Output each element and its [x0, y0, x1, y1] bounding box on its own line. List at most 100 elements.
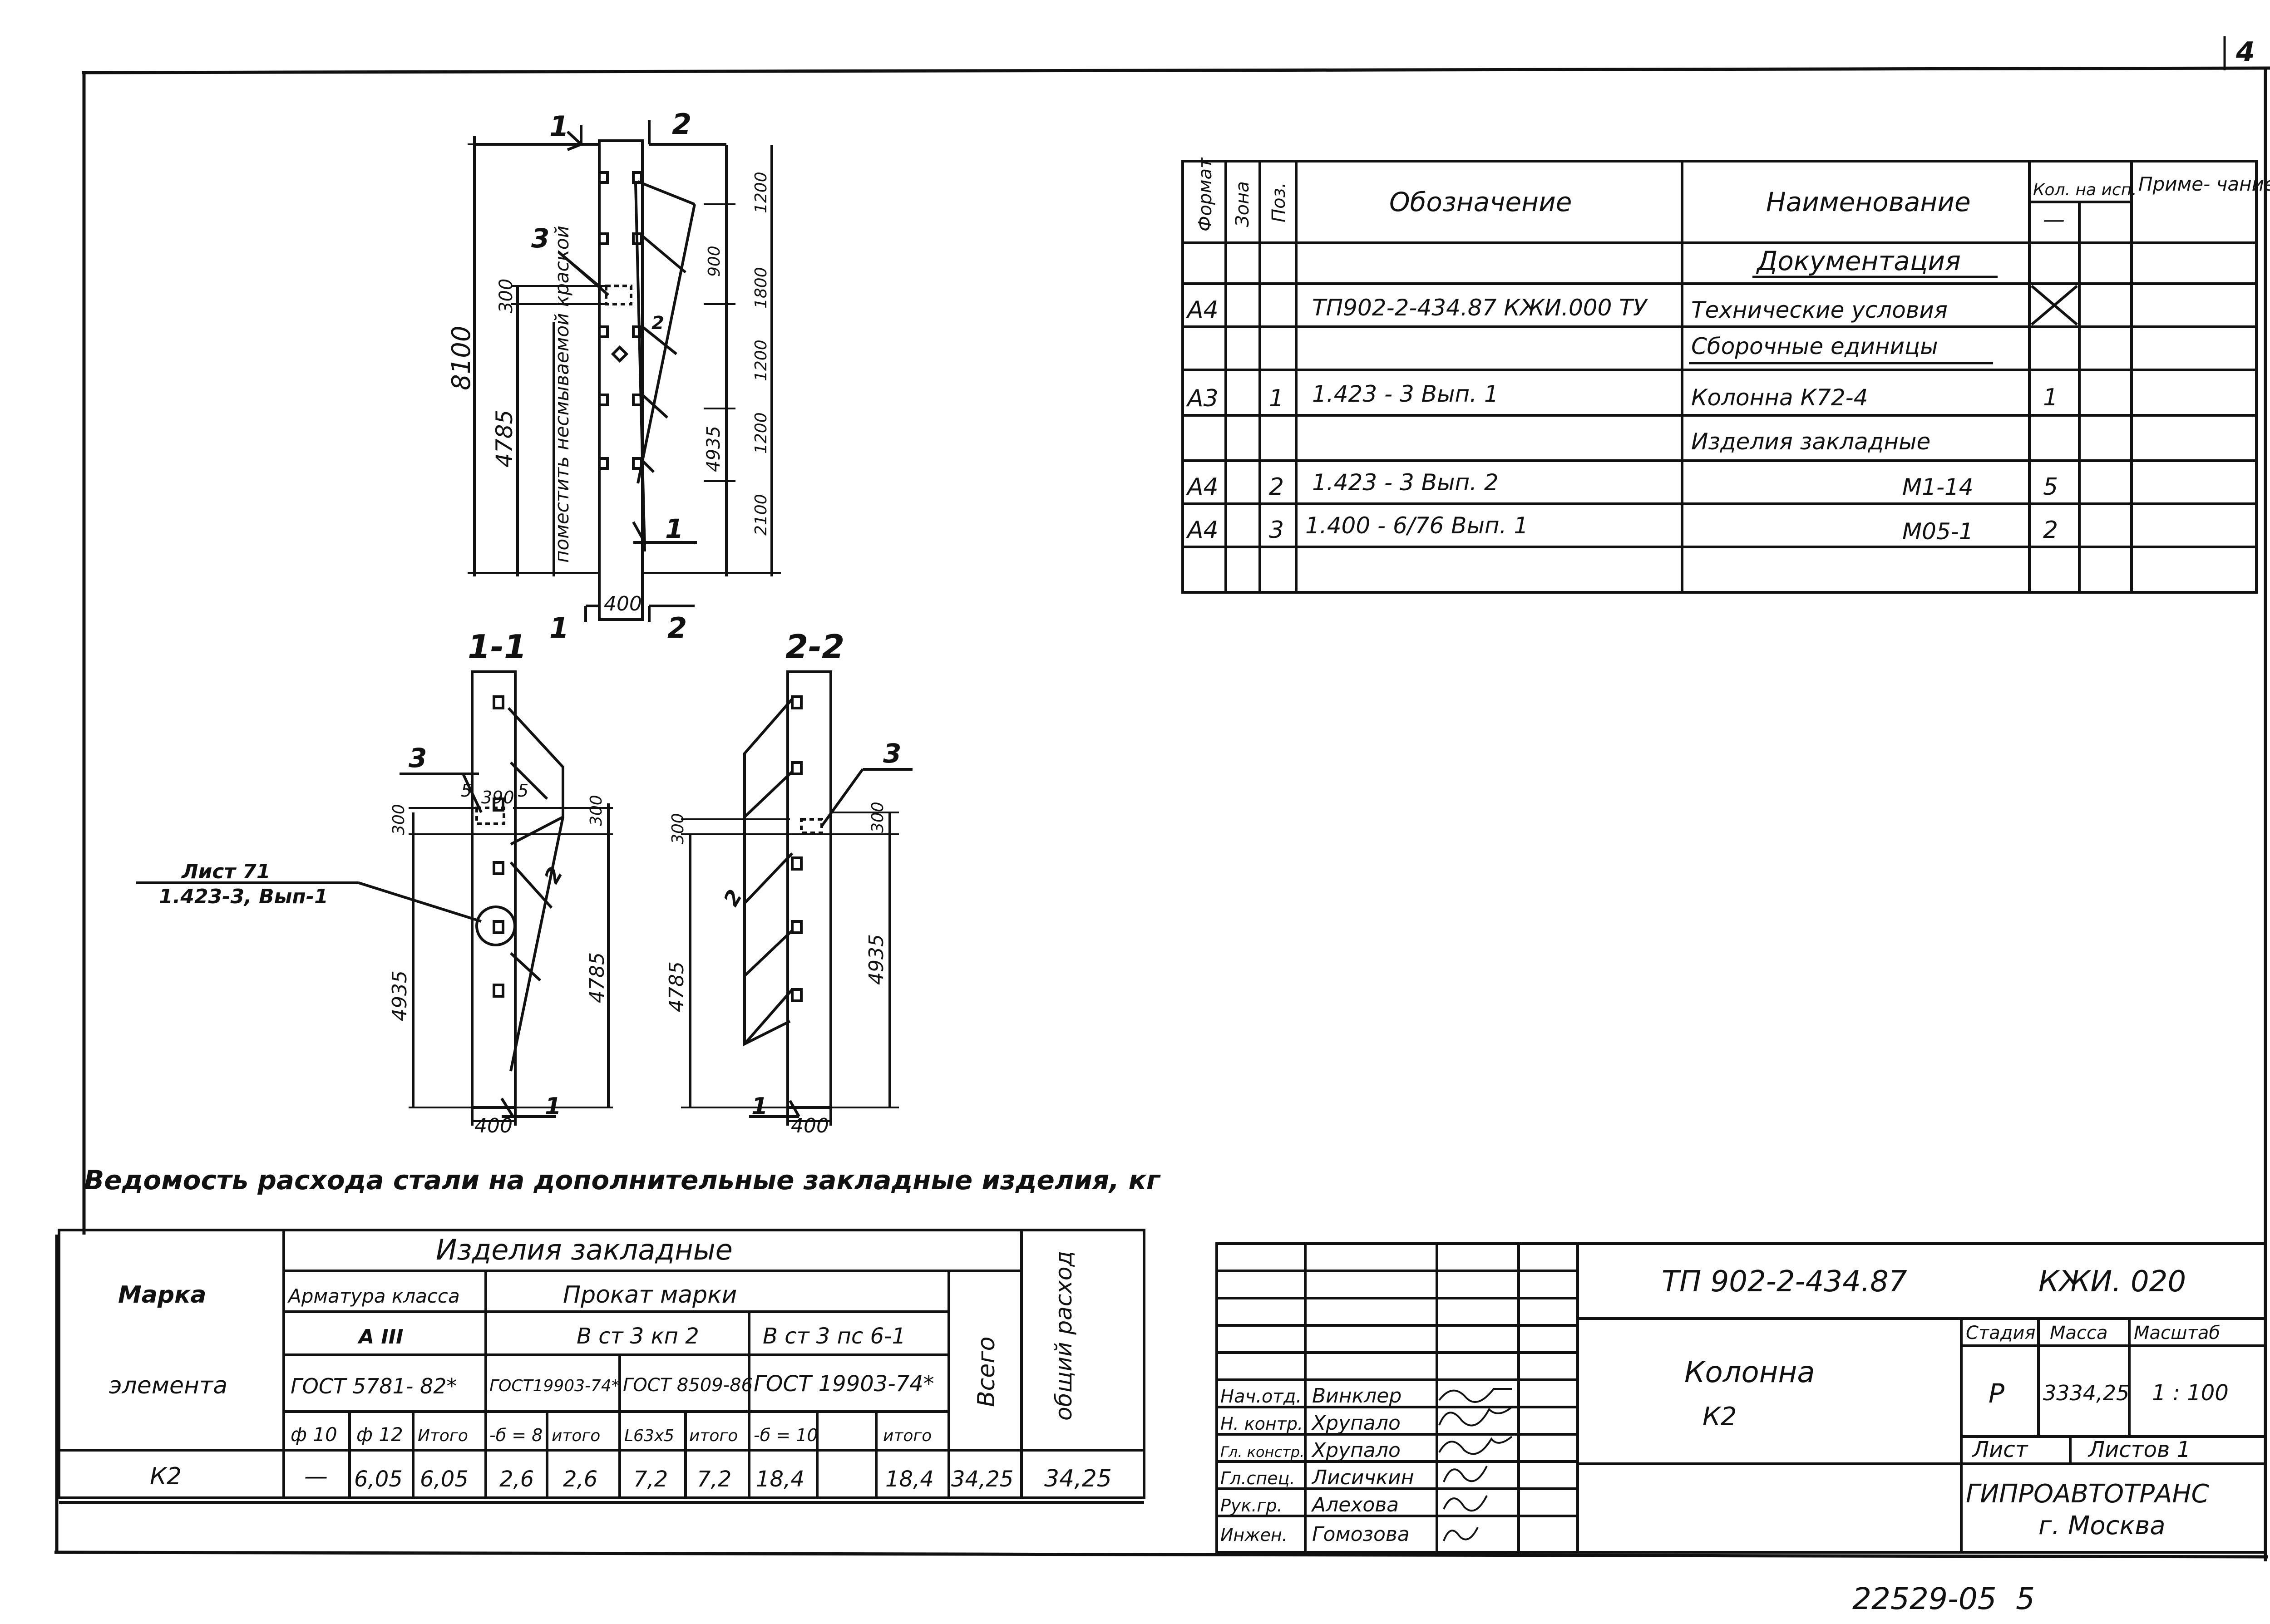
- title-sheet-label: Лист: [1972, 1437, 2029, 1462]
- spec-header-qty-sub: —: [2043, 207, 2065, 232]
- spec-row-designation: 1.423 - 3 Вып. 1: [1312, 381, 1499, 407]
- steel-row-cell: 18,4: [885, 1467, 934, 1492]
- steel-row-cell: —: [304, 1463, 328, 1490]
- steel-row-cell: 2,6: [499, 1467, 534, 1492]
- section-2-dim-4785: 4785: [665, 961, 688, 1012]
- title-org-1: ГИПРОАВТОТРАНС: [1966, 1479, 2209, 1509]
- steel-row-cell: 18,4: [756, 1467, 804, 1492]
- section-1-ref-series: 1.423-3, Вып-1: [159, 885, 328, 908]
- section-1-dim-300a: 300: [390, 804, 408, 835]
- bottom-archive-code: 22529-05: [1852, 1581, 1997, 1616]
- section-2-width: 400: [791, 1114, 829, 1137]
- spec-header-pos: Поз.: [1268, 182, 1289, 222]
- section-2-title: 2-2: [785, 628, 844, 666]
- title-scale: 1 : 100: [2152, 1380, 2229, 1406]
- section-1-dim-4785: 4785: [586, 952, 609, 1003]
- spec-header-zone: Зона: [1232, 181, 1253, 227]
- spec-row-name: Технические условия: [1691, 297, 1948, 323]
- spec-row-format: А4: [1186, 517, 1219, 544]
- steel-header-rolled-a: В ст 3 кп 2: [577, 1324, 699, 1349]
- spec-row-format: А3: [1186, 385, 1219, 412]
- spec-header-note: Приме- чание: [2138, 173, 2270, 195]
- steel-header-overall: общий расход: [1051, 1251, 1077, 1421]
- spec-header-designation: Обозначение: [1389, 187, 1572, 217]
- steel-row-cell: 6,05: [420, 1467, 469, 1492]
- section-1-dim-5b: 5: [518, 781, 528, 801]
- title-code: ТП 902-2-434.87: [1662, 1265, 1907, 1299]
- steel-sub-header: итого: [552, 1427, 600, 1445]
- sheet-frame: [54, 36, 2270, 1561]
- title-stage-label: Стадия: [1966, 1323, 2035, 1343]
- elevation-dim-1200-top: 1200: [752, 172, 770, 213]
- spec-row-pos: 2: [1269, 473, 1284, 501]
- spec-row-designation: 1.423 - 3 Вып. 2: [1312, 469, 1499, 496]
- staff-name: Гомозова: [1312, 1523, 1410, 1546]
- steel-row-overall: 34,25: [1044, 1465, 1112, 1492]
- section-1-dim-390: 390: [481, 787, 514, 807]
- steel-header-group: Изделия закладные: [436, 1233, 733, 1266]
- elevation-cut-1-top: 1: [549, 110, 569, 143]
- staff-role: Гл. констр.: [1220, 1443, 1304, 1461]
- elevation-dim-4935: 4935: [703, 426, 724, 472]
- signature-marks: [1438, 1388, 1513, 1541]
- section-2-callout-2: 2: [719, 886, 747, 910]
- steel-gost-a1: ГОСТ19903-74*: [489, 1377, 620, 1395]
- elevation-note: поместить несмываемой краской: [551, 226, 573, 563]
- staff-name: Хрупало: [1311, 1412, 1401, 1435]
- section-2-callout-3: 3: [883, 738, 901, 769]
- section-1-dim-4935: 4935: [388, 970, 411, 1021]
- staff-name: Винклер: [1312, 1384, 1401, 1407]
- elevation-dim-1200-low: 1200: [752, 412, 770, 454]
- section-1-title: 1-1: [468, 628, 527, 666]
- steel-header-rebar-gost: ГОСТ 5781- 82*: [291, 1374, 457, 1398]
- steel-table-caption: Ведомость расхода стали на дополнительны…: [84, 1165, 1161, 1196]
- section-1-callout-1: 1: [545, 1093, 561, 1120]
- section-2-view: [681, 670, 913, 1126]
- steel-sub-header: Итого: [418, 1427, 468, 1445]
- spec-row-name: Документация: [1756, 246, 1961, 276]
- steel-header-mark-1: Марка: [118, 1281, 206, 1309]
- steel-row-mark: К2: [150, 1463, 182, 1490]
- spec-row-qty: 5: [2043, 473, 2058, 501]
- staff-role: Рук.гр.: [1220, 1496, 1283, 1516]
- title-mass-label: Масса: [2050, 1323, 2108, 1343]
- steel-gost-b: ГОСТ 19903-74*: [754, 1371, 934, 1397]
- steel-sub-header: -б = 10: [754, 1425, 818, 1445]
- steel-sub-header: ф 10: [291, 1423, 337, 1446]
- spec-row-name: Колонна К72-4: [1691, 384, 1868, 411]
- spec-row-pos: 1: [1269, 385, 1284, 412]
- spec-row-name: Сборочные единицы: [1691, 333, 1938, 359]
- spec-row-designation: ТП902-2-434.87 КЖИ.000 ТУ: [1312, 295, 1648, 321]
- elevation-cut-1-bottom: 1: [549, 611, 569, 645]
- steel-table-grid: [58, 1229, 1145, 1504]
- steel-header-total: Всего: [973, 1337, 1000, 1407]
- elevation-width: 400: [604, 592, 642, 615]
- steel-header-rebar-grade: А III: [357, 1325, 403, 1348]
- staff-role: Инжен.: [1220, 1525, 1288, 1545]
- spec-row-qty: 2: [2043, 517, 2058, 544]
- steel-sub-header: -б = 8: [489, 1425, 543, 1445]
- spec-row-designation: 1.400 - 6/76 Вып. 1: [1305, 512, 1528, 539]
- title-scale-label: Масштаб: [2134, 1323, 2220, 1343]
- elevation-callout-2: 2: [651, 313, 664, 334]
- spec-header-qty: Кол. на исп.: [2033, 181, 2137, 199]
- section-1-callout-3: 3: [409, 743, 427, 773]
- title-mass: 3334,25: [2043, 1381, 2129, 1405]
- title-org-2: г. Москва: [2038, 1511, 2166, 1540]
- sheet-number: 4: [2235, 36, 2255, 68]
- section-1-dim-5a: 5: [461, 781, 472, 801]
- staff-name: Лисичкин: [1311, 1466, 1414, 1489]
- staff-name: Хрупало: [1311, 1439, 1401, 1462]
- elevation-dim-300: 300: [496, 279, 517, 313]
- elevation-dim-total: 8100: [447, 325, 476, 390]
- spec-row-format: А4: [1186, 296, 1219, 324]
- steel-sub-header: ф 12: [356, 1423, 403, 1446]
- spec-row-qty: 1: [2043, 384, 2058, 411]
- section-1-ref-sheet: Лист 71: [181, 860, 271, 883]
- steel-row-cell: 6,05: [354, 1467, 403, 1492]
- elevation-dim-4785: 4785: [491, 410, 518, 468]
- section-1-width: 400: [474, 1114, 513, 1137]
- section-1-dim-300b: 300: [587, 795, 606, 826]
- steel-header-rolled-b: В ст 3 пс 6-1: [763, 1324, 906, 1349]
